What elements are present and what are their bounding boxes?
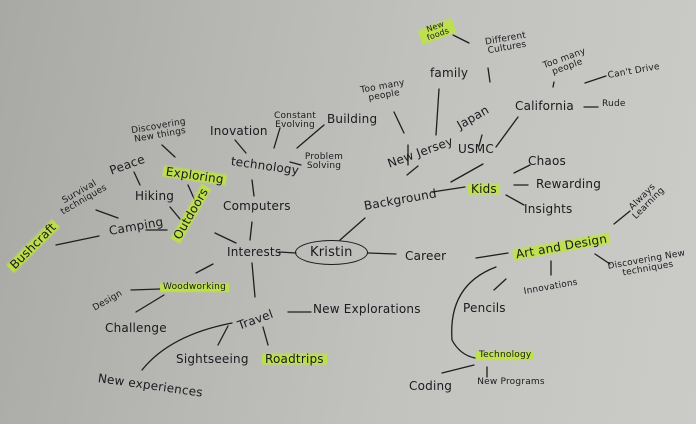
center-node-kristin[interactable]: Kristin xyxy=(295,240,368,265)
node-new-explorations[interactable]: New Explorations xyxy=(313,302,421,316)
node-roadtrips[interactable]: Roadtrips xyxy=(262,352,327,366)
node-chaos[interactable]: Chaos xyxy=(528,154,566,168)
node-rewarding[interactable]: Rewarding xyxy=(536,177,602,191)
node-rude[interactable]: Rude xyxy=(602,99,626,109)
node-computers[interactable]: Computers xyxy=(223,199,291,213)
node-family[interactable]: family xyxy=(430,66,469,80)
node-building[interactable]: Building xyxy=(327,112,378,126)
node-california[interactable]: California xyxy=(515,99,574,113)
node-hiking[interactable]: Hiking xyxy=(135,189,175,203)
node-career[interactable]: Career xyxy=(405,249,447,263)
node-technology-career[interactable]: Technology xyxy=(476,350,535,361)
node-usmc[interactable]: USMC xyxy=(458,142,494,156)
node-sightseeing[interactable]: Sightseeing xyxy=(176,352,249,366)
node-innovation[interactable]: Inovation xyxy=(210,124,268,138)
node-coding[interactable]: Coding xyxy=(409,379,453,393)
node-challenge[interactable]: Challenge xyxy=(105,321,167,335)
node-constant-evolving[interactable]: Constant Evolving xyxy=(273,111,317,131)
node-problem-solving[interactable]: Problem Solving xyxy=(304,152,344,172)
node-insights[interactable]: Insights xyxy=(524,202,573,216)
node-woodworking[interactable]: Woodworking xyxy=(160,282,229,293)
node-new-programs[interactable]: New Programs xyxy=(477,377,545,387)
node-interests[interactable]: Interests xyxy=(227,245,282,259)
node-kids[interactable]: Kids xyxy=(468,182,500,196)
node-pencils[interactable]: Pencils xyxy=(463,301,506,315)
